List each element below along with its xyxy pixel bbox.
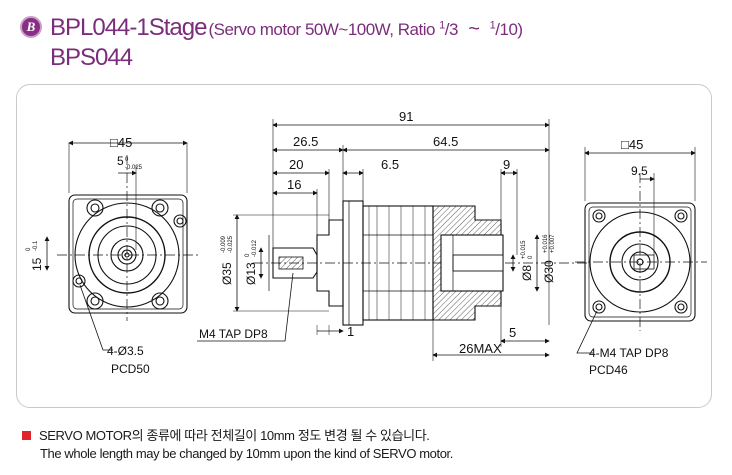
dia35-tol-bot: -0.025 <box>228 235 234 253</box>
right-square-label: □45 <box>621 137 643 152</box>
product-subtitle: BPS044 <box>50 44 133 71</box>
dia30-label: Ø30 <box>542 260 556 283</box>
right-tap-label: 4-M4 TAP DP8 <box>589 346 669 360</box>
dim-64-5: 64.5 <box>433 134 458 149</box>
left-pcd-label: PCD50 <box>111 362 150 376</box>
side-section-view <box>197 119 589 361</box>
ratio-high: 1/10) <box>489 19 524 39</box>
product-title: BPL044-1Stage(Servo motor 50W~100W, Rati… <box>50 14 523 42</box>
dia30-tol-top: +0.016 <box>543 234 549 253</box>
left-offset-tol-top: 0 <box>125 157 129 163</box>
dim-1: 1 <box>347 324 354 339</box>
dim-total: 91 <box>399 109 413 124</box>
drawing-panel: □45 5 0 -0.025 15 0 -0.1 4-Ø3.5 PCD50 <box>16 84 712 408</box>
dia13-label: Ø13 <box>244 262 258 285</box>
dia35-label: Ø35 <box>220 262 234 285</box>
dia13-tol-top: 0 <box>245 253 251 257</box>
series-badge-icon: B <box>20 16 42 38</box>
note-english: The whole length may be changed by 10mm … <box>40 446 453 461</box>
left-front-view <box>44 140 199 351</box>
dia8-label: Ø8 <box>520 265 534 281</box>
spec-text: (Servo motor 50W~100W, Ratio 1/3 ~ 1/10) <box>208 18 524 40</box>
left-height-tol-bot: -0.1 <box>33 240 39 251</box>
ratio-low-num: 1 <box>439 19 445 32</box>
ratio-separator: ~ <box>468 18 480 40</box>
left-square-label: □45 <box>110 135 132 150</box>
ratio-low-den: 3 <box>449 20 458 39</box>
technical-drawing: □45 5 0 -0.025 15 0 -0.1 4-Ø3.5 PCD50 <box>26 109 707 377</box>
dim-26-5: 26.5 <box>293 134 318 149</box>
left-height-label: 15 <box>30 257 44 271</box>
dim-9: 9 <box>503 157 510 172</box>
ratio-low: 1/3 <box>439 19 458 39</box>
dim-20: 20 <box>289 157 303 172</box>
bullet-square-icon <box>22 431 31 440</box>
dim-5: 5 <box>509 325 516 340</box>
left-height-tol-top: 0 <box>26 247 32 251</box>
dia8-tol-bot: 0 <box>528 255 534 259</box>
ratio-high-num: 1 <box>489 19 496 32</box>
right-dim-9-5: 9.5 <box>631 164 648 178</box>
right-pcd-label: PCD46 <box>589 363 628 377</box>
dia35-tol-top: -0.009 <box>221 235 227 253</box>
dim-26max: 26MAX <box>459 341 502 356</box>
dia13-tol-bot: -0.012 <box>252 239 258 257</box>
ratio-high-den: 10) <box>499 20 524 39</box>
dim-6-5: 6.5 <box>381 157 399 172</box>
left-holes-label: 4-Ø3.5 <box>107 344 144 358</box>
side-tap-label: M4 TAP DP8 <box>199 327 268 341</box>
left-offset-tol-bot: -0.025 <box>125 165 143 171</box>
note-korean: SERVO MOTOR의 종류에 따라 전체길이 10mm 정도 변경 될 수 … <box>22 425 430 444</box>
spec-prefix: (Servo motor 50W~100W, Ratio <box>208 20 435 39</box>
dia8-tol-top: +0.015 <box>521 240 527 259</box>
dia30-tol-bot: +0.007 <box>550 234 556 253</box>
header: B BPL044-1Stage(Servo motor 50W~100W, Ra… <box>20 10 720 72</box>
left-offset-label: 5 <box>117 154 124 168</box>
model-name: BPL044-1Stage <box>50 14 207 41</box>
note-korean-text: SERVO MOTOR의 종류에 따라 전체길이 10mm 정도 변경 될 수 … <box>39 428 430 443</box>
right-rear-view <box>575 147 707 354</box>
dim-16: 16 <box>287 177 301 192</box>
